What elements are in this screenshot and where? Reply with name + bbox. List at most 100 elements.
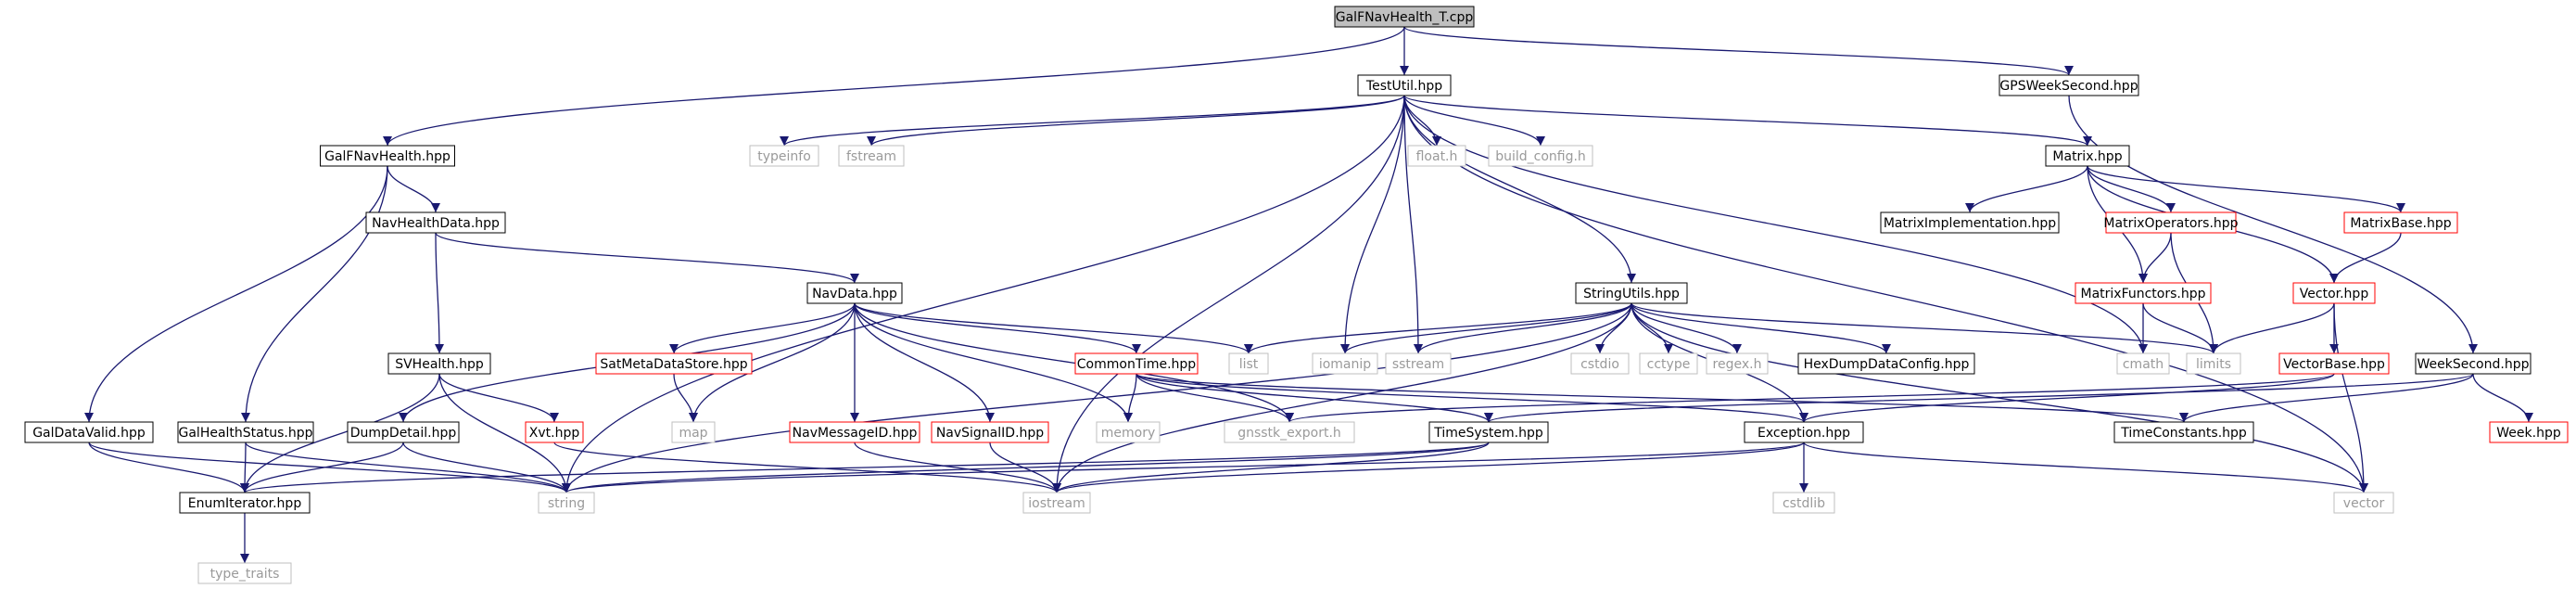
node-label: DumpDetail.hpp [350, 426, 457, 441]
node-timeconst[interactable]: TimeConstants.hpp [2113, 421, 2254, 443]
node-typetraits: type_traits [197, 562, 292, 584]
node-label: cctype [1647, 357, 1691, 372]
edge-strutils-to-iostream [1052, 302, 1632, 493]
node-label: Matrix.hpp [2052, 149, 2122, 164]
node-label: NavData.hpp [812, 287, 897, 301]
edge-testutil-to-iomanip [1340, 95, 1405, 354]
node-label: CommonTime.hpp [1077, 357, 1197, 372]
node-matfunc[interactable]: MatrixFunctors.hpp [2075, 282, 2212, 304]
edge-navdata-to-map [689, 302, 856, 423]
edge-navdata-to-navsigid [854, 302, 995, 423]
node-box [1488, 145, 1593, 167]
edge-commontime-to-timeconst [1136, 373, 2189, 423]
edge-commontime-to-memory [1123, 373, 1137, 423]
node-box [2075, 282, 2212, 304]
node-satmeta[interactable]: SatMetaDataStore.hpp [595, 352, 753, 375]
node-cmath: cmath [2116, 352, 2170, 375]
edge-galhs-to-string [245, 442, 571, 493]
node-weeksecond[interactable]: WeekSecond.hpp [2415, 352, 2532, 375]
node-hexdump[interactable]: HexDumpDataConfig.hpp [1797, 352, 1975, 375]
node-label: MatrixBase.hpp [2350, 216, 2451, 231]
edge-testutil-to-buildcfg [1403, 95, 1545, 147]
node-buildcfg: build_config.h [1488, 145, 1593, 167]
node-label: Exception.hpp [1758, 426, 1850, 441]
edge-dumpdetail-to-enumiter [240, 442, 404, 493]
edge-dumpdetail-to-string [402, 442, 571, 493]
edge-commontime-to-exception [1136, 373, 1808, 423]
node-box [347, 421, 460, 443]
node-cstdio: cstdio [1570, 352, 1630, 375]
node-label: GPSWeekSecond.hpp [1999, 79, 2138, 94]
edge-navdata-to-satmeta [669, 302, 856, 354]
node-root[interactable]: GalFNavHealth_T.cpp [1334, 6, 1475, 28]
node-matimpl[interactable]: MatrixImplementation.hpp [1880, 211, 2060, 234]
edge-matrix-to-matbase [2087, 165, 2405, 213]
node-strutils[interactable]: StringUtils.hpp [1575, 282, 1688, 304]
edge-navmsgid-to-iostream [854, 442, 1061, 493]
edge-vectorbase-to-gnssexp [1285, 373, 2335, 423]
edge-vector-to-limits [2209, 302, 2335, 354]
edge-matbase-to-vector [2329, 232, 2402, 284]
edge-testutil-to-string [562, 95, 1405, 493]
node-label: TimeSystem.hpp [1433, 426, 1543, 441]
edge-timesystem-to-iostream [1052, 442, 1490, 493]
node-matrix[interactable]: Matrix.hpp [2045, 145, 2130, 167]
node-fstream: fstream [838, 145, 905, 167]
node-exception[interactable]: Exception.hpp [1744, 421, 1864, 443]
node-regexh: regex.h [1706, 352, 1769, 375]
node-label: cstdlib [1783, 496, 1825, 511]
node-navdata[interactable]: NavData.hpp [806, 282, 903, 304]
node-label: StringUtils.hpp [1583, 287, 1680, 301]
node-box [538, 492, 595, 514]
node-limits: limits [2186, 352, 2241, 375]
node-label: float.h [1416, 149, 1458, 164]
node-box [1880, 211, 2060, 234]
node-box [806, 282, 903, 304]
node-matops[interactable]: MatrixOperators.hpp [2103, 211, 2239, 234]
node-week[interactable]: Week.hpp [2489, 421, 2569, 443]
node-label: memory [1101, 426, 1156, 441]
node-box [179, 492, 311, 514]
node-navsigid[interactable]: NavSignalID.hpp [931, 421, 1049, 443]
node-vector[interactable]: Vector.hpp [2292, 282, 2376, 304]
node-gpsweek[interactable]: GPSWeekSecond.hpp [1999, 74, 2139, 96]
node-galdv[interactable]: GalDataValid.hpp [24, 421, 154, 443]
node-box [671, 421, 716, 443]
node-label: iostream [1028, 496, 1085, 511]
node-galfnh[interactable]: GalFNavHealth.hpp [320, 145, 455, 167]
edge-navdata-to-gnssexp [854, 302, 1294, 423]
node-xvt[interactable]: Xvt.hpp [525, 421, 584, 443]
node-label: Week.hpp [2496, 426, 2561, 441]
node-box [1312, 352, 1378, 375]
node-testutil[interactable]: TestUtil.hpp [1357, 74, 1452, 96]
edge-weeksecond-to-week [2472, 373, 2533, 423]
edge-vector-to-stdvector [2333, 302, 2368, 493]
node-matbase[interactable]: MatrixBase.hpp [2343, 211, 2458, 234]
node-dumpdetail[interactable]: DumpDetail.hpp [347, 421, 460, 443]
node-commontime[interactable]: CommonTime.hpp [1074, 352, 1199, 375]
edge-galdv-to-string [88, 442, 571, 493]
node-navmsgid[interactable]: NavMessageID.hpp [789, 421, 920, 443]
node-box [789, 421, 920, 443]
edge-navdata-to-list [854, 302, 1253, 354]
node-label: GalFNavHealth_T.cpp [1336, 10, 1474, 25]
node-box [24, 421, 154, 443]
node-galhs[interactable]: GalHealthStatus.hpp [177, 421, 314, 443]
node-vectorbase[interactable]: VectorBase.hpp [2278, 352, 2390, 375]
node-box [2045, 145, 2130, 167]
node-timesystem[interactable]: TimeSystem.hpp [1428, 421, 1549, 443]
node-label: SatMetaDataStore.hpp [600, 357, 747, 372]
node-navhd[interactable]: NavHealthData.hpp [365, 211, 506, 234]
edge-matops-to-matfunc [2138, 232, 2172, 284]
node-label: gnsstk_export.h [1237, 426, 1341, 441]
node-memory: memory [1096, 421, 1161, 443]
node-string: string [538, 492, 595, 514]
node-label: type_traits [210, 567, 280, 582]
node-label: string [548, 496, 585, 511]
node-label: GalFNavHealth.hpp [324, 149, 450, 164]
node-box [1999, 74, 2139, 96]
node-enumiter[interactable]: EnumIterator.hpp [179, 492, 311, 514]
node-svhealth[interactable]: SVHealth.hpp [387, 352, 491, 375]
edge-svhealth-to-xvt [438, 373, 559, 423]
